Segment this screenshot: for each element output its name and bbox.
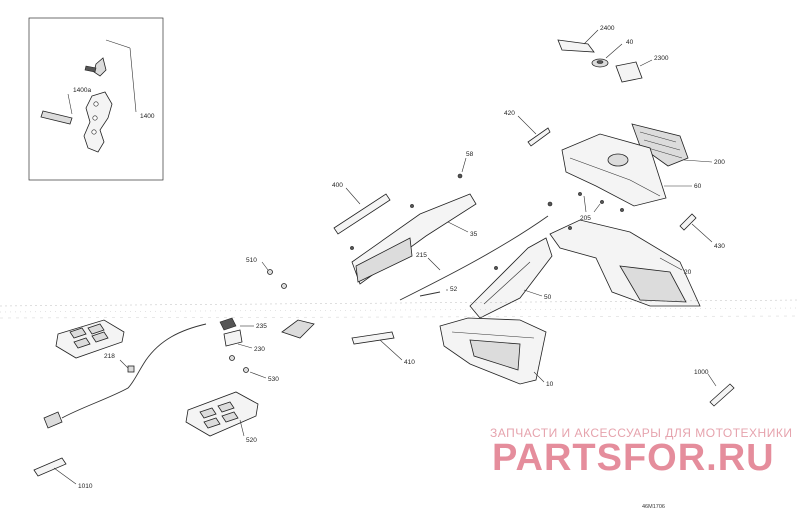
label-20: 20 — [684, 269, 692, 276]
part-410: 410 — [351, 331, 415, 366]
label-200: 200 — [714, 159, 725, 166]
part-520: 520 — [185, 391, 259, 444]
part-60: 60 — [561, 133, 702, 207]
label-50: 50 — [544, 294, 552, 301]
label-510: 510 — [246, 257, 257, 264]
scan-artifact-band — [0, 299, 800, 319]
part-58: 58 — [457, 151, 474, 179]
label-205: 205 — [580, 215, 591, 222]
label-230: 230 — [254, 346, 265, 353]
label-40: 40 — [626, 39, 634, 46]
part-530: 530 — [229, 355, 279, 383]
part-40: 40 — [591, 39, 634, 68]
part-52: 52 — [419, 286, 458, 297]
bracket-part-1400 — [83, 57, 113, 153]
label-420: 420 — [504, 110, 515, 117]
label-215: 215 — [416, 252, 427, 259]
part-1010: 1010 — [33, 457, 93, 490]
label-1400a: 1400a — [73, 87, 91, 94]
label-235: 235 — [256, 323, 267, 330]
part-430: 430 — [679, 213, 725, 250]
rack-plate-left — [55, 319, 125, 359]
label-52: 52 — [450, 286, 458, 293]
part-50: 50 — [469, 237, 553, 319]
part-400: 400 — [332, 182, 391, 235]
watermark-logo: PARTSFOR.RU — [492, 437, 775, 479]
part-235: 235 — [219, 317, 315, 339]
part-10: 10 — [439, 317, 554, 388]
label-2300: 2300 — [654, 55, 669, 62]
reference-code: 46M1706 — [642, 504, 665, 510]
label-60: 60 — [694, 183, 702, 190]
label-410: 410 — [404, 359, 415, 366]
label-400: 400 — [332, 182, 343, 189]
label-1400: 1400 — [140, 113, 155, 120]
part-230: 230 — [223, 329, 265, 353]
cable-215: 215 — [399, 201, 553, 301]
label-10: 10 — [546, 381, 554, 388]
screws-205: 205 — [578, 192, 624, 222]
label-430: 430 — [714, 243, 725, 250]
part-420: 420 — [504, 110, 551, 147]
watermark: ЗАПЧАСТИ И АКСЕССУАРЫ ДЛЯ МОТОТЕХНИКИ PA… — [490, 426, 792, 479]
inset-kit-1400: 1400a 1400 — [28, 17, 164, 181]
harness-218: 218 — [43, 323, 207, 429]
watermark-tagline: ЗАПЧАСТИ И АКСЕССУАРЫ ДЛЯ МОТОТЕХНИКИ — [490, 426, 792, 440]
part-510: 510 — [246, 257, 287, 289]
part-2400: 2400 — [557, 25, 615, 53]
label-218: 218 — [104, 353, 115, 360]
label-530: 530 — [268, 376, 279, 383]
label-1010: 1010 — [78, 483, 93, 490]
strip-part-1400a — [40, 110, 73, 125]
part-20: 20 — [549, 219, 701, 307]
label-35: 35 — [470, 231, 478, 238]
part-2300: 2300 — [615, 55, 669, 83]
label-2400: 2400 — [600, 25, 615, 32]
part-1000: 1000 — [694, 369, 735, 407]
label-58: 58 — [466, 151, 474, 158]
label-1000: 1000 — [694, 369, 709, 376]
part-35: 35 — [350, 193, 478, 285]
part-200: 200 — [631, 123, 725, 167]
label-520: 520 — [246, 437, 257, 444]
